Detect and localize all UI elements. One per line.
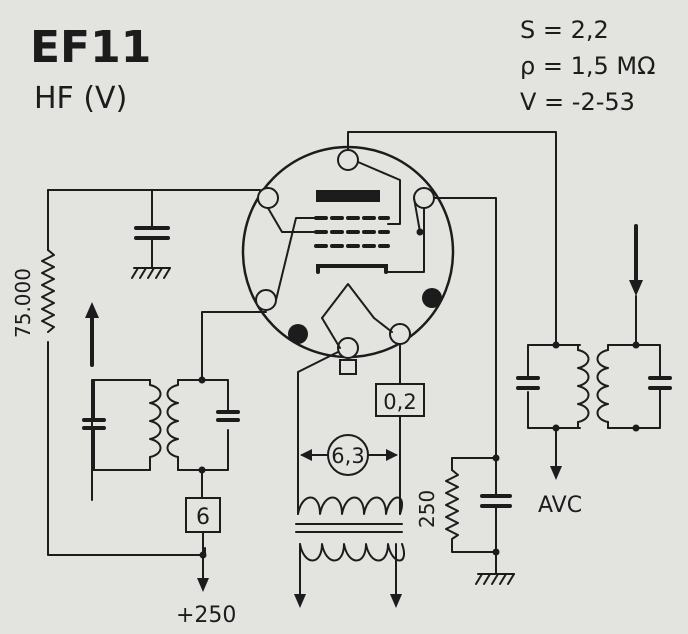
label-avc: AVC bbox=[538, 493, 582, 518]
spec-rho: ρ = 1,5 MΩ bbox=[520, 52, 655, 80]
label-resistor-75000: 75.000 bbox=[11, 268, 35, 338]
resistor-250 bbox=[445, 469, 459, 540]
label-heater-voltage: 6,3 bbox=[331, 444, 364, 468]
tube-envelope bbox=[241, 145, 455, 375]
heater-secondary-coil bbox=[297, 496, 403, 515]
tube-type: HF (V) bbox=[34, 81, 127, 116]
ground-symbol-left bbox=[131, 267, 171, 279]
left-input-network: 75.000 6 +250 bbox=[11, 189, 267, 628]
label-resistor-250: 250 bbox=[415, 490, 439, 528]
label-supply: +250 bbox=[176, 603, 236, 628]
input-primary-coil bbox=[149, 384, 162, 458]
resistor-75000 bbox=[41, 249, 55, 333]
output-secondary-coil bbox=[596, 349, 609, 423]
spec-s: S = 2,2 bbox=[520, 16, 609, 44]
heater-circuit: 0,2 6,3 bbox=[294, 343, 425, 608]
heater-primary-coil bbox=[299, 543, 405, 562]
output-primary-coil bbox=[577, 349, 590, 423]
label-box-6: 6 bbox=[196, 505, 210, 530]
ground-symbol-right bbox=[475, 573, 515, 585]
input-secondary-coil bbox=[166, 384, 179, 458]
spec-v: V = -2-53 bbox=[520, 88, 635, 116]
box-0-2 bbox=[375, 383, 425, 417]
label-box-0-2: 0,2 bbox=[383, 390, 416, 414]
right-output-network: 250 AVC bbox=[347, 131, 672, 585]
tube-name: EF11 bbox=[30, 22, 151, 73]
